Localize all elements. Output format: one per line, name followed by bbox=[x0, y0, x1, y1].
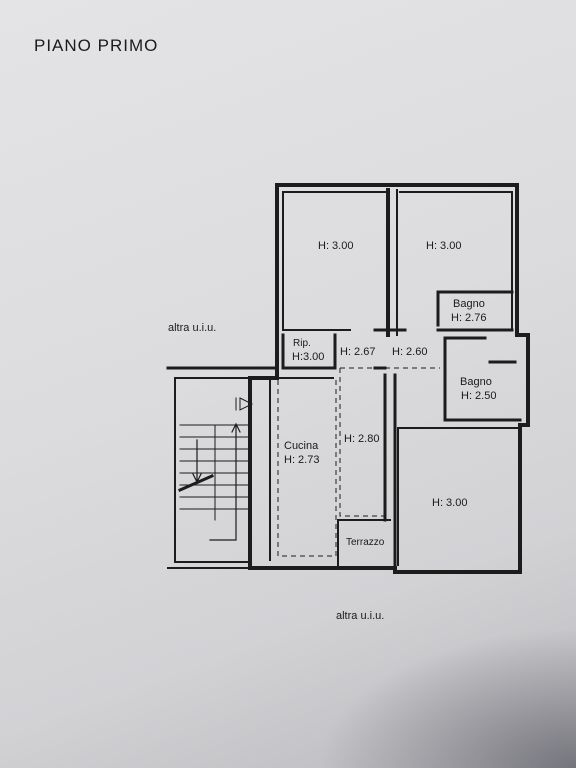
corridor-2-height: H: 2.60 bbox=[392, 346, 428, 358]
neighbor-label-bottom: altra u.i.u. bbox=[336, 610, 385, 622]
corridor-3-height: H: 2.80 bbox=[344, 433, 380, 445]
wall-rip bbox=[281, 333, 337, 370]
stair-break bbox=[178, 474, 214, 492]
corridor-1-height: H: 2.67 bbox=[340, 346, 376, 358]
bagno-2-name: Bagno bbox=[460, 376, 492, 388]
cucina-height: H: 2.73 bbox=[284, 454, 320, 466]
neighbor-label-left: altra u.i.u. bbox=[168, 322, 217, 334]
dashed-cucina bbox=[277, 380, 337, 557]
dashed-corridor bbox=[339, 367, 440, 517]
wall-corridor-right bbox=[383, 373, 397, 567]
wall-cucina bbox=[269, 377, 334, 561]
terrazzo-name: Terrazzo bbox=[346, 537, 385, 548]
bagno-2-height: H: 2.50 bbox=[461, 390, 497, 402]
shadow bbox=[316, 628, 576, 768]
wall-bagno-2 bbox=[443, 336, 522, 422]
wall-terrazzo bbox=[337, 519, 391, 569]
door-marker bbox=[235, 397, 254, 411]
room-top-left-height: H: 3.00 bbox=[318, 240, 354, 252]
wall-bottom-room bbox=[397, 427, 521, 566]
room-top-right-height: H: 3.00 bbox=[426, 240, 462, 252]
staircase-outline bbox=[167, 377, 251, 569]
wall-top-left-room bbox=[282, 191, 351, 331]
bagno-1-height: H: 2.76 bbox=[451, 312, 487, 324]
rip-height: H:3.00 bbox=[292, 351, 325, 363]
rip-name: Rip. bbox=[293, 338, 311, 349]
bagno-1-name: Bagno bbox=[453, 298, 485, 310]
staircase-steps bbox=[179, 424, 251, 521]
cucina-name: Cucina bbox=[284, 440, 319, 452]
plan-title: PIANO PRIMO bbox=[34, 36, 159, 55]
wall-bagno-1 bbox=[436, 290, 514, 332]
room-bottom-right-height: H: 3.00 bbox=[432, 497, 468, 509]
